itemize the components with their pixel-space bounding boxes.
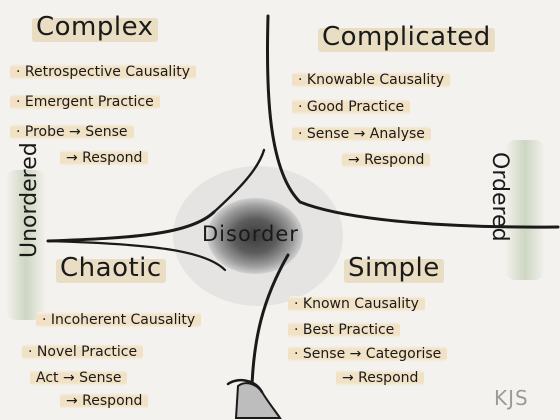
simple-item-4: → Respond	[336, 370, 425, 386]
top-center-curve	[212, 148, 266, 214]
complex-heading-text: Complex	[36, 12, 154, 42]
complicated-item-2: · Good Practice	[292, 99, 411, 115]
chaotic-heading-text: Chaotic	[60, 253, 162, 283]
simple-item-1: · Known Causality	[288, 296, 425, 312]
chaotic-item-2: · Novel Practice	[22, 344, 144, 360]
complicated-item-4: → Respond	[342, 152, 431, 168]
complicated-item-3: · Sense → Analyse	[292, 126, 431, 142]
signature: KJS	[494, 386, 529, 410]
complex-item-3: · Probe → Sense	[10, 124, 134, 140]
disorder-shading	[207, 198, 303, 274]
complex-item-2: · Emergent Practice	[10, 94, 160, 110]
top-right-curve	[265, 14, 560, 229]
chaotic-item-1: · Incoherent Causality	[36, 312, 202, 328]
chaotic-item-3: Act → Sense	[30, 370, 128, 386]
simple-item-2: · Best Practice	[288, 322, 401, 338]
complex-heading: Complex	[32, 12, 158, 42]
simple-heading-text: Simple	[348, 253, 440, 283]
complicated-heading: Complicated	[318, 22, 495, 52]
disorder-label: Disorder	[202, 222, 299, 246]
left-wash	[6, 170, 46, 320]
chaotic-item-4: → Respond	[60, 393, 149, 409]
complicated-item-1: · Knowable Causality	[292, 72, 451, 88]
top-left-curve	[46, 210, 216, 243]
simple-item-3: · Sense → Categorise	[288, 346, 448, 362]
right-wash	[505, 140, 545, 280]
complex-item-4: → Respond	[60, 150, 149, 166]
complicated-heading-text: Complicated	[322, 22, 491, 52]
unordered-axis-label: Unordered	[17, 142, 42, 258]
ordered-axis-label: Ordered	[487, 152, 512, 242]
bottom-left-curve	[46, 239, 227, 272]
chaotic-heading: Chaotic	[56, 253, 166, 283]
cliff-edge	[226, 378, 264, 394]
complex-item-1: · Retrospective Causality	[10, 64, 196, 80]
bottom-right-curve	[250, 253, 290, 387]
simple-heading: Simple	[344, 253, 444, 283]
